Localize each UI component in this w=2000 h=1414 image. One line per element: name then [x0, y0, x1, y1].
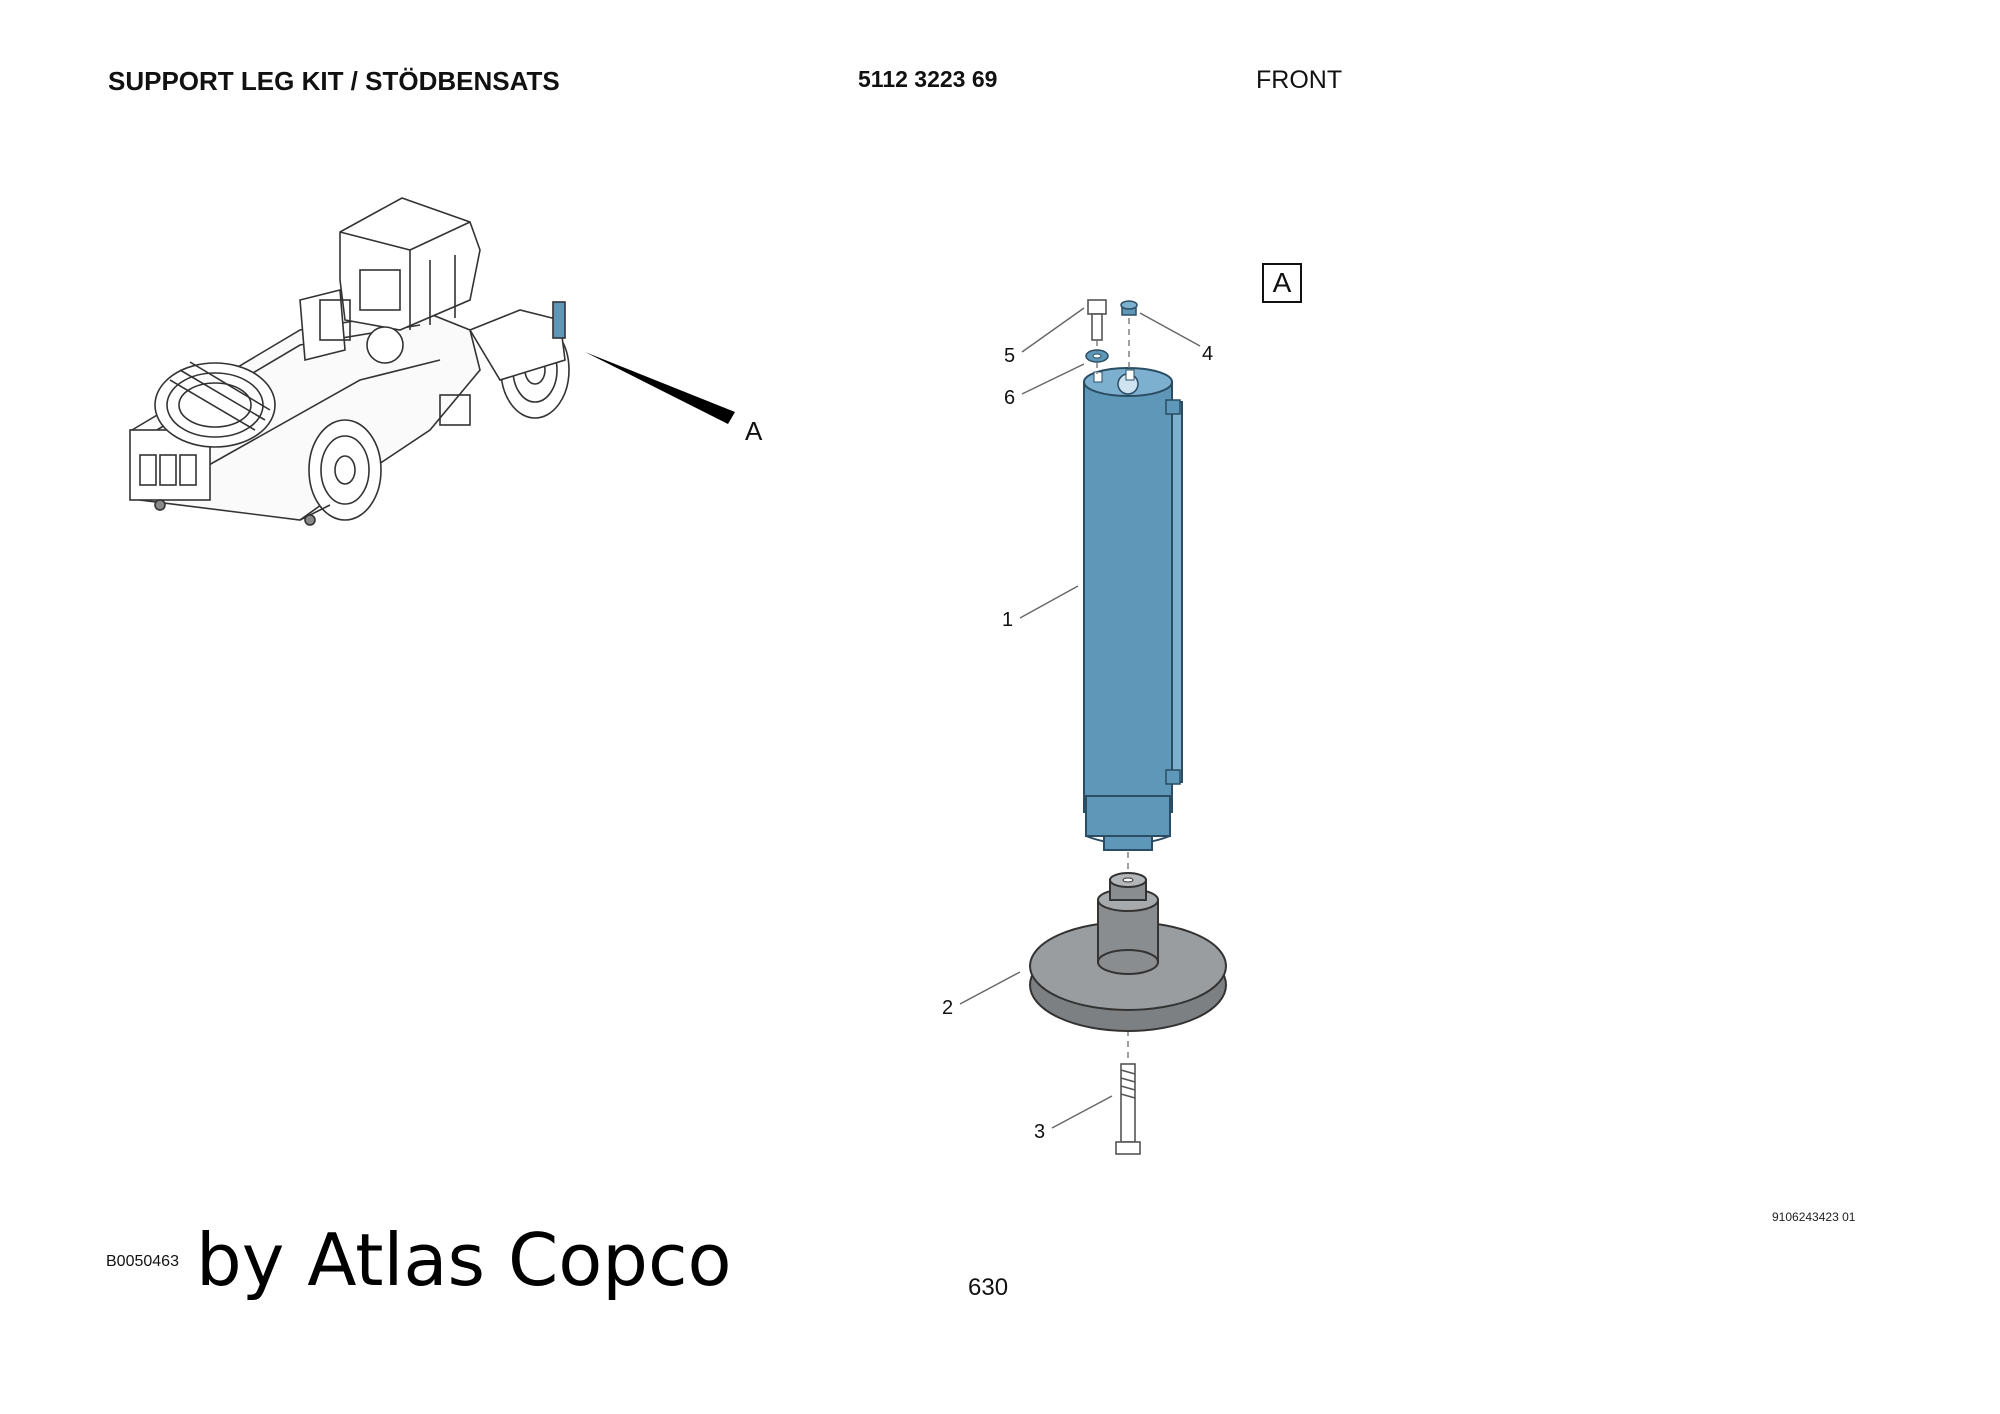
callout-5: 5 [1004, 345, 1015, 367]
view-marker-box: A [1262, 263, 1302, 303]
base-plate-part-2 [1029, 872, 1227, 1032]
document-reference: B0050463 [106, 1253, 179, 1270]
part-number: 5112 3223 69 [858, 66, 998, 92]
callout-6: 6 [1004, 387, 1015, 409]
bolt-part-3 [1115, 1063, 1141, 1155]
page-number: 630 [968, 1274, 1009, 1301]
callout-leaders [959, 307, 1201, 1129]
brand-watermark: by Atlas Copco [196, 1218, 732, 1302]
support-leg-cylinder [1083, 367, 1183, 851]
assembly-lines [1096, 318, 1130, 1062]
view-label: FRONT [1256, 66, 1343, 94]
bolt-part-5 [1087, 299, 1107, 341]
callout-2: 2 [942, 997, 953, 1019]
detail-marker-label: A [745, 416, 763, 446]
callout-4: 4 [1202, 343, 1213, 365]
drawing-reference: 9106243423 01 [1772, 1210, 1856, 1224]
callout-3: 3 [1034, 1121, 1045, 1143]
page-title: SUPPORT LEG KIT / STÖDBENSATS [108, 66, 560, 96]
vehicle-overview-drawing [129, 197, 570, 526]
detail-pointer [585, 352, 735, 424]
plug-part-4 [1120, 300, 1138, 316]
callout-1: 1 [1002, 609, 1013, 631]
